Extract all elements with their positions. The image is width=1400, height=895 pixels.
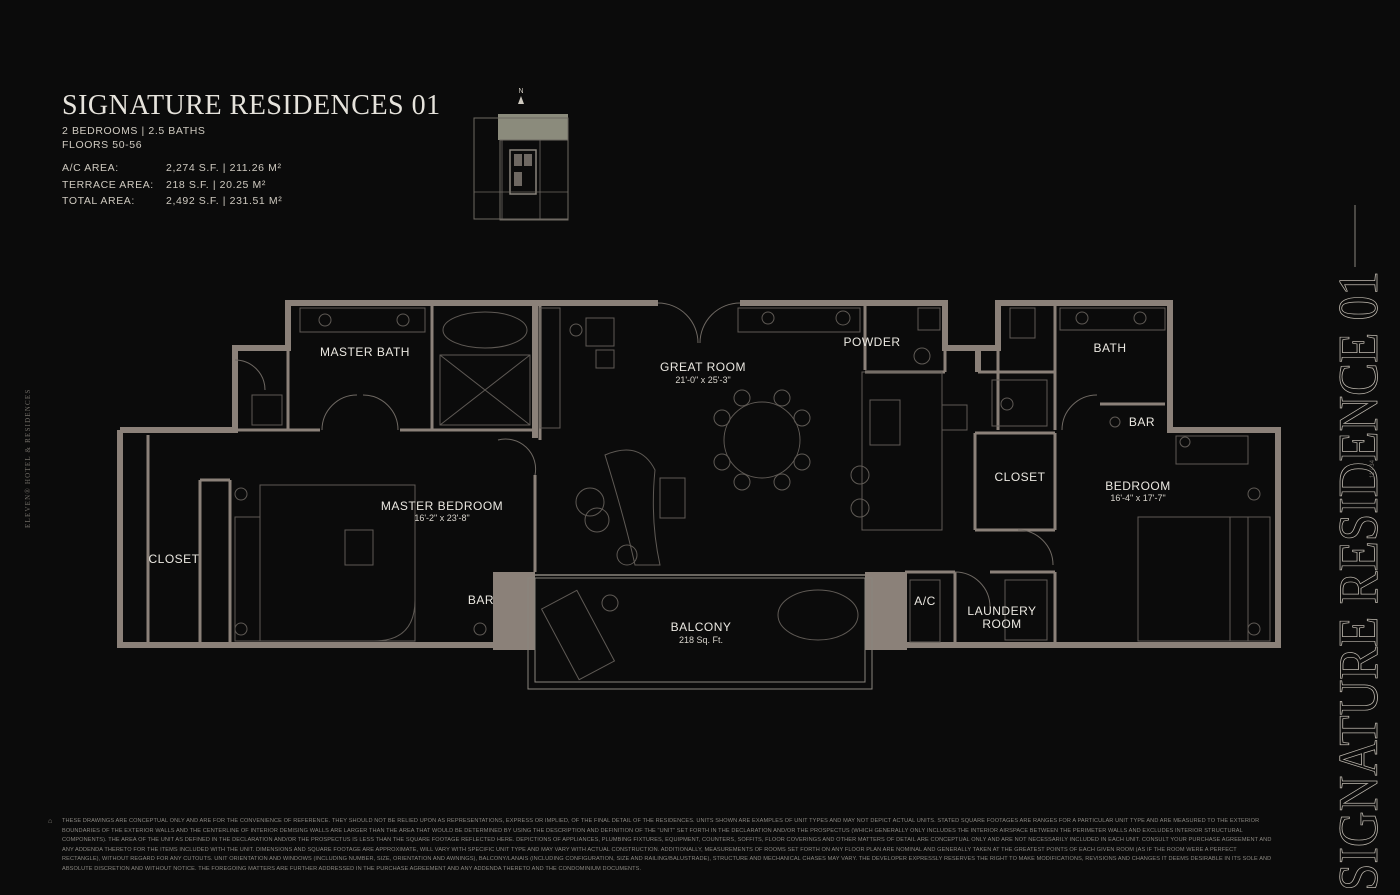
area-value: 218 S.F. | 20.25 M² — [166, 178, 266, 191]
room-label-powder: POWDER — [844, 335, 901, 349]
bedroom-dimensions: 16'-4" x 17'-7" — [1110, 493, 1165, 503]
balcony-area: 218 Sq. Ft. — [679, 635, 723, 645]
door-swings — [234, 302, 1098, 608]
north-arrow-icon — [518, 96, 524, 104]
floors: FLOORS 50-56 — [62, 139, 143, 151]
room-label-great-room: GREAT ROOM — [660, 360, 746, 374]
page-number-text: 11 / 34 — [1370, 459, 1376, 478]
brand-mark: ELEVEN® HOTEL & RESIDENCES — [24, 389, 32, 529]
area-row: A/C AREA: 2,274 S.F. | 211.26 M² — [62, 162, 282, 179]
room-label-ac: A/C — [914, 594, 936, 608]
legal-disclaimer: ⌂ THESE DRAWINGS ARE CONCEPTUAL ONLY AND… — [48, 817, 1274, 875]
room-label-bar-right: BAR — [1129, 415, 1155, 429]
brand-text: ELEVEN® HOTEL & RESIDENCES — [24, 389, 32, 529]
north-label: N — [518, 88, 523, 95]
vertical-title: SIGNATURE RESIDENCE 01 — [1328, 205, 1385, 891]
area-row: TOTAL AREA: 2,492 S.F. | 231.51 M² — [62, 195, 282, 212]
unit-meta: 2 BEDROOMS | 2.5 BATHS FLOORS 50-56 — [62, 124, 206, 152]
area-label: TOTAL AREA: — [62, 195, 135, 207]
area-value: 2,492 S.F. | 231.51 M² — [166, 195, 283, 207]
room-label-master-bath: MASTER BATH — [320, 345, 410, 359]
master-bedroom-dimensions: 16'-2" x 23'-8" — [414, 513, 469, 523]
room-label-closet-left: CLOSET — [148, 552, 199, 566]
room-label-bedroom: BEDROOM — [1105, 479, 1171, 493]
room-label-bath: BATH — [1093, 341, 1126, 355]
home-icon: ⌂ — [48, 818, 53, 825]
page-title: SIGNATURE RESIDENCES 01 — [62, 90, 441, 121]
key-plan: N — [473, 88, 569, 221]
balcony-outline — [527, 574, 873, 690]
page-number: 11 / 34 — [1370, 459, 1376, 478]
room-label-laundry-2: ROOM — [982, 617, 1021, 631]
great-room-dimensions: 21'-0" x 25'-3" — [675, 375, 730, 385]
vertical-title-text: SIGNATURE RESIDENCE 01 — [1328, 271, 1385, 891]
room-label-closet-right: CLOSET — [994, 470, 1045, 484]
room-label-bar-left: BAR — [468, 593, 494, 607]
structural-column — [865, 572, 907, 650]
room-label-balcony: BALCONY — [671, 620, 732, 634]
area-label: TERRACE AREA: — [62, 178, 154, 191]
beds-baths: 2 BEDROOMS | 2.5 BATHS — [62, 125, 206, 137]
area-table: A/C AREA: 2,274 S.F. | 211.26 M² TERRACE… — [62, 162, 282, 212]
room-label-master-bedroom: MASTER BEDROOM — [381, 499, 503, 513]
room-label-laundry: LAUNDERY — [967, 604, 1036, 618]
structural-column — [493, 572, 535, 650]
furniture — [234, 307, 1271, 681]
area-row: TERRACE AREA: 218 S.F. | 20.25 M² — [62, 179, 282, 196]
area-label: A/C AREA: — [62, 162, 119, 174]
disclaimer-text: THESE DRAWINGS ARE CONCEPTUAL ONLY AND A… — [62, 818, 1272, 872]
area-value: 2,274 S.F. | 211.26 M² — [166, 162, 282, 174]
